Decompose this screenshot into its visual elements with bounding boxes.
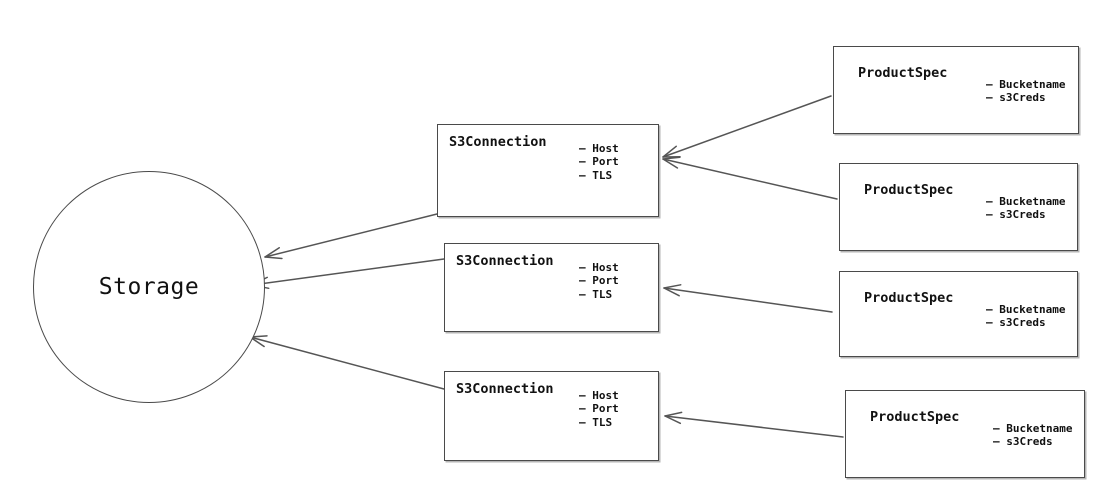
s3connection-attributes-item: – Port	[579, 155, 619, 169]
arrowhead-icon	[662, 145, 681, 158]
edge-spec1-to-connection1	[662, 95, 832, 158]
connection-node[interactable]: S3Connection – Host– Port– TLS	[437, 124, 659, 217]
s3connection-attributes-item: – TLS	[579, 287, 613, 301]
productspec-attributes: – Bucketname– s3Creds	[986, 78, 1065, 105]
s3connection-attributes-item: – Port	[579, 402, 619, 416]
s3connection-attributes-item: – Host	[579, 142, 619, 155]
edge-connection3-to-storage	[249, 335, 445, 390]
productspec-title: ProductSpec	[864, 182, 954, 198]
s3connection-attributes: – Host– Port– TLS	[579, 142, 619, 182]
productspec-attributes-item: – Bucketname	[986, 303, 1066, 316]
arrowhead-icon	[662, 156, 681, 169]
productspec-title: ProductSpec	[858, 65, 948, 81]
productspec-title: ProductSpec	[870, 409, 960, 425]
storage-label: Storage	[98, 274, 200, 300]
productspec-attributes: – Bucketname– s3Creds	[986, 303, 1065, 330]
productspec-attributes-item: – s3Creds	[986, 316, 1046, 330]
spec-node[interactable]: ProductSpec – Bucketname– s3Creds	[845, 390, 1085, 478]
productspec-attributes-item: – s3Creds	[986, 208, 1046, 222]
edge-spec4-to-connection3	[664, 411, 844, 438]
s3connection-attributes-item: – Host	[579, 389, 619, 402]
productspec-attributes-item: – Bucketname	[993, 422, 1073, 435]
connection-node[interactable]: S3Connection – Host– Port– TLS	[444, 243, 659, 332]
productspec-attributes-item: – Bucketname	[986, 195, 1066, 208]
arrowhead-icon	[664, 411, 683, 425]
s3connection-attributes: – Host– Port– TLS	[579, 389, 619, 429]
edge-connection2-to-storage	[251, 258, 445, 290]
s3connection-attributes-item: – Host	[579, 261, 619, 274]
productspec-title: ProductSpec	[864, 290, 954, 306]
spec-node[interactable]: ProductSpec – Bucketname– s3Creds	[833, 46, 1079, 134]
productspec-attributes: – Bucketname– s3Creds	[986, 195, 1065, 222]
arrowhead-icon	[663, 284, 682, 297]
s3connection-title: S3Connection	[456, 253, 554, 269]
edge-spec2-to-connection1	[662, 156, 838, 200]
s3connection-title: S3Connection	[456, 381, 554, 397]
productspec-attributes: – Bucketname– s3Creds	[993, 422, 1072, 449]
s3connection-attributes-item: – Port	[579, 274, 619, 288]
productspec-attributes-item: – s3Creds	[993, 435, 1053, 449]
s3connection-attributes: – Host– Port– TLS	[579, 261, 619, 301]
productspec-attributes-item: – Bucketname	[986, 78, 1066, 91]
spec-node[interactable]: ProductSpec – Bucketname– s3Creds	[839, 271, 1078, 357]
arrowhead-icon	[264, 247, 283, 260]
productspec-attributes-item: – s3Creds	[986, 91, 1046, 105]
connection-node[interactable]: S3Connection – Host– Port– TLS	[444, 371, 659, 461]
s3connection-attributes-item: – TLS	[579, 168, 613, 182]
spec-node[interactable]: ProductSpec – Bucketname– s3Creds	[839, 163, 1078, 251]
s3connection-title: S3Connection	[449, 134, 547, 150]
edge-spec3-to-connection2	[663, 284, 833, 313]
edge-connection1-to-storage	[264, 213, 438, 260]
s3connection-attributes-item: – TLS	[579, 415, 613, 429]
storage-node[interactable]: Storage	[33, 171, 265, 403]
